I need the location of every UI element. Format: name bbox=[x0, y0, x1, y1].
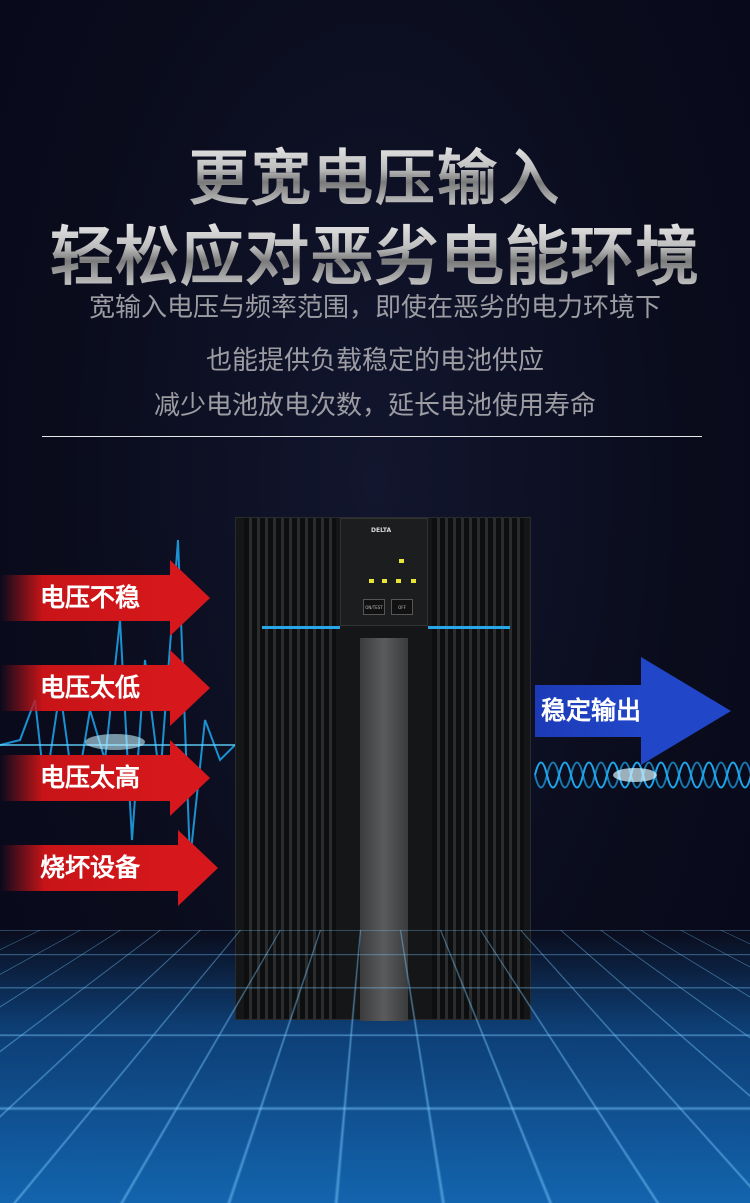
problem-arrow: 电压不稳 bbox=[0, 560, 210, 636]
blue-accent-strip-right bbox=[428, 626, 510, 629]
ups-device: DELTA ON/TEST OFF bbox=[235, 517, 531, 1020]
control-panel: DELTA ON/TEST OFF bbox=[340, 518, 428, 626]
blue-accent-strip-left bbox=[262, 626, 340, 629]
off-button[interactable]: OFF bbox=[391, 599, 413, 615]
delta-logo: DELTA bbox=[371, 527, 391, 534]
on-test-button[interactable]: ON/TEST bbox=[363, 599, 385, 615]
led-indicator bbox=[399, 559, 404, 563]
problem-arrow: 烧坏设备 bbox=[0, 830, 218, 906]
front-center-panel bbox=[360, 638, 408, 1021]
led-indicator bbox=[411, 579, 416, 583]
led-indicator bbox=[369, 579, 374, 583]
led-indicator bbox=[382, 579, 387, 583]
problem-arrow: 电压太低 bbox=[0, 650, 210, 726]
problem-arrow: 电压太高 bbox=[0, 740, 210, 816]
stable-output-arrow: 稳定输出 bbox=[535, 657, 730, 765]
led-indicator bbox=[396, 579, 401, 583]
